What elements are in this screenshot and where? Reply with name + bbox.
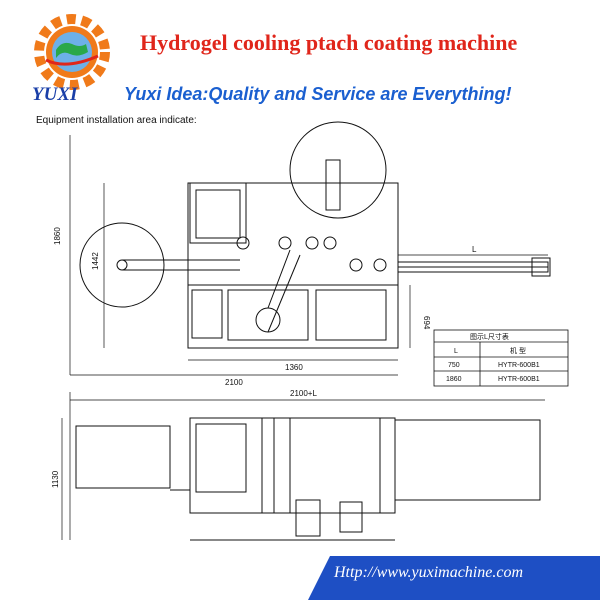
page-title: Hydrogel cooling ptach coating machine xyxy=(140,30,518,55)
table-cell-model-1: HYTR-600B1 xyxy=(498,362,540,369)
dim-width-inner: 1360 xyxy=(285,363,303,372)
dim-plan-depth: 1130 xyxy=(51,470,60,488)
drawing-subheading: Equipment installation area indicate: xyxy=(36,115,197,126)
table-header-model: 机 型 xyxy=(510,346,526,355)
dim-height-lower: 694 xyxy=(422,316,431,330)
machine-frame xyxy=(187,182,399,349)
table-cell-model-2: HYTR-600B1 xyxy=(498,376,540,383)
slogan: Yuxi Idea:Quality and Service are Everyt… xyxy=(124,84,512,104)
plan-frame xyxy=(189,417,396,514)
upper-reel xyxy=(289,121,387,219)
table-cell-l-2: 1860 xyxy=(446,376,462,383)
brand-name: YUXI xyxy=(32,84,78,105)
dim-height-total: 1860 xyxy=(53,227,62,245)
dim-height-inner: 1442 xyxy=(91,252,100,270)
left-reel xyxy=(79,222,165,308)
table-header-l: L xyxy=(454,348,458,355)
dim-extension: L xyxy=(472,245,477,254)
dim-width-total: 2100 xyxy=(225,378,243,387)
website-link[interactable]: Http://www.yuximachine.com xyxy=(334,564,523,581)
gear-icon xyxy=(34,14,110,90)
dim-plan-width: 2100+L xyxy=(290,389,317,398)
plan-reel-housing xyxy=(75,425,171,489)
size-table xyxy=(433,329,569,387)
table-title: 图示L尺寸表 xyxy=(470,332,509,341)
table-cell-l-1: 750 xyxy=(448,362,460,369)
plan-conveyor xyxy=(394,419,541,501)
url-banner xyxy=(308,556,600,600)
